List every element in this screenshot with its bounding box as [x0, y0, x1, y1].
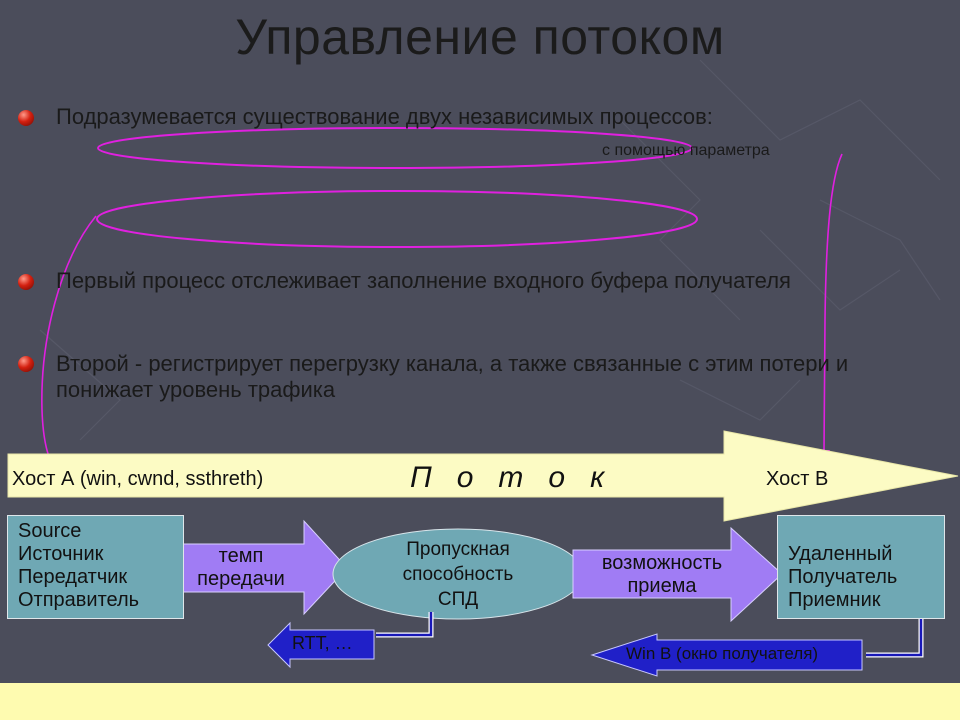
slide-title: Управление потоком	[235, 9, 725, 65]
connector-to-host-b	[823, 153, 843, 453]
receiver-line: Удаленный	[788, 543, 893, 565]
receiver-line: Получатель	[788, 566, 898, 588]
winb-label: Win B (окно получателя)	[626, 644, 819, 663]
bullet-icon	[18, 274, 34, 290]
receive-line: возможность	[601, 552, 723, 574]
rtt-feedback-line-inner	[376, 612, 433, 637]
source-line: Передатчик	[18, 566, 128, 588]
parameter-note: с помощью параметра	[602, 142, 770, 159]
rtt-label: RTT, …	[292, 633, 353, 653]
receiver-line: Приемник	[788, 589, 881, 611]
footer-band	[0, 683, 960, 720]
receive-arrow	[572, 526, 783, 623]
rate-arrow-label: темп передачи	[180, 545, 302, 591]
receive-line: приема	[627, 575, 697, 597]
highlight-ellipse-top	[97, 127, 693, 169]
source-line: Source	[18, 520, 82, 542]
capacity-line: Пропускная	[406, 539, 510, 560]
host-b-label: Хост В	[766, 468, 829, 490]
flow-label: П о т о к	[410, 461, 605, 494]
bullet-icon	[18, 356, 34, 372]
winb-feedback-line-inner	[866, 613, 923, 657]
capacity-line: способность	[402, 564, 514, 585]
winb-arrow	[590, 633, 863, 677]
capacity-label: Пропускная способность СПД	[368, 537, 548, 612]
rate-arrow	[166, 519, 348, 616]
connector-to-host-a	[41, 215, 97, 471]
capacity-line: СПД	[437, 589, 479, 610]
background-pattern	[39, 59, 941, 441]
host-a-label: Хост А (win, cwnd, ssthreth)	[12, 468, 264, 490]
winb-feedback-line	[866, 613, 924, 658]
receive-arrow-label: возможность приема	[578, 552, 746, 598]
rtt-arrow	[267, 621, 375, 669]
bullet-text-1: Подразумевается существование двух незав…	[56, 104, 713, 129]
flow-arrow	[7, 430, 959, 522]
source-box: Source Источник Передатчик Отправитель	[7, 515, 184, 619]
rate-line: темп	[218, 545, 264, 567]
rate-line: передачи	[197, 568, 285, 590]
bullet-text-3: Второй - регистрирует перегрузку канала,…	[56, 351, 849, 402]
bullet-text-2: Первый процесс отслеживает заполнение вх…	[56, 268, 791, 293]
highlight-ellipse-bottom	[96, 190, 698, 248]
receiver-box: Удаленный Получатель Приемник	[777, 515, 945, 619]
bullet-icon	[18, 110, 34, 126]
source-line: Отправитель	[18, 589, 140, 611]
source-line: Источник	[18, 543, 104, 565]
